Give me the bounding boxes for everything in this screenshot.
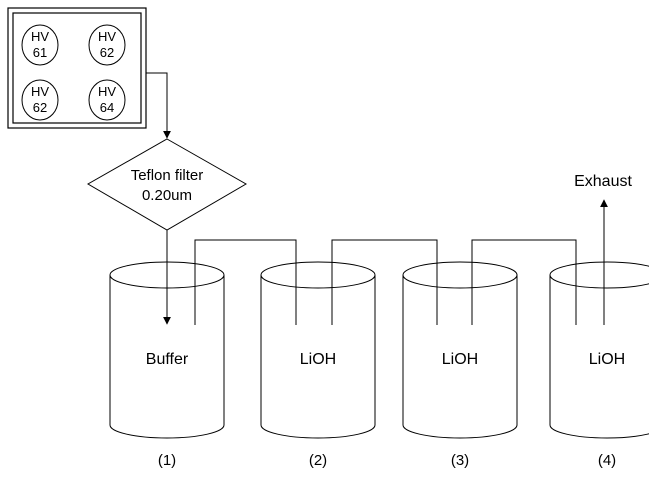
vessel-2: LiOH (2) (260, 261, 376, 469)
vessel-4-content: LiOH (589, 351, 625, 368)
vessel-3-content: LiOH (442, 351, 478, 368)
source-hv-2: HV 62 (88, 24, 126, 66)
vessel-2-number: (2) (309, 452, 327, 469)
vessel-1-number: (1) (158, 452, 176, 469)
exhaust-label: Exhaust (574, 173, 632, 190)
vessel-3: LiOH (3) (402, 261, 518, 469)
svg-text:HV: HV (31, 84, 49, 99)
vessel-4: LiOH (4) (549, 261, 649, 469)
svg-text:61: 61 (33, 45, 47, 60)
svg-text:64: 64 (100, 100, 114, 115)
source-hv-4: HV 64 (88, 79, 126, 121)
vessel-1: Buffer (1) (109, 261, 225, 469)
svg-text:HV: HV (98, 29, 116, 44)
teflon-filter: Teflon filter 0.20um (86, 138, 248, 231)
source-hv-3: HV 62 (21, 79, 59, 121)
svg-text:HV: HV (98, 84, 116, 99)
vessel-2-content: LiOH (300, 351, 336, 368)
svg-text:62: 62 (33, 100, 47, 115)
svg-text:HV: HV (31, 29, 49, 44)
vessel-3-number: (3) (451, 452, 469, 469)
tube-1-to-2 (194, 239, 297, 325)
vessel-4-number: (4) (598, 452, 616, 469)
vessel-1-content: Buffer (146, 351, 189, 368)
svg-text:0.20um: 0.20um (142, 187, 192, 204)
tube-3-to-4 (471, 239, 577, 325)
svg-text:62: 62 (100, 45, 114, 60)
source-box (7, 7, 147, 129)
tube-2-to-3 (331, 239, 438, 325)
source-hv-1: HV 61 (21, 24, 59, 66)
source-to-filter-line (146, 72, 171, 139)
svg-text:Teflon filter: Teflon filter (131, 167, 204, 184)
